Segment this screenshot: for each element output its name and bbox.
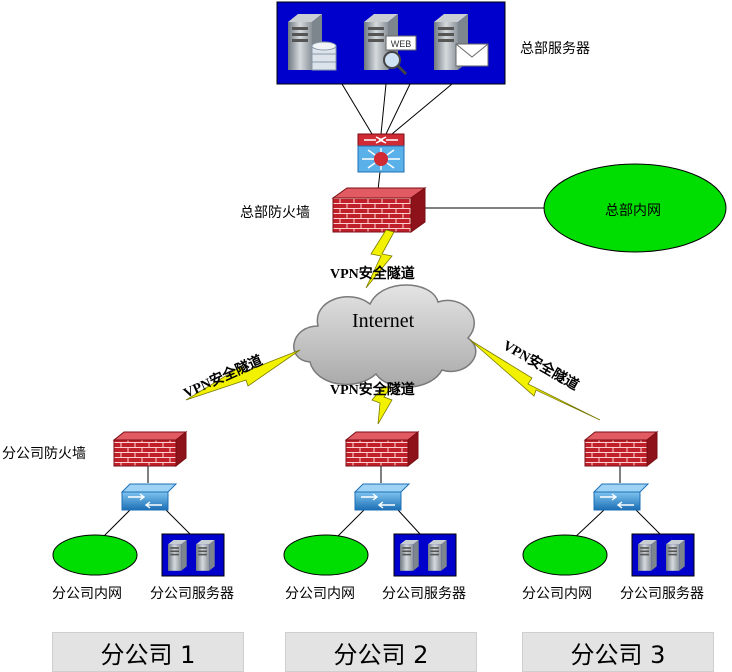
branch-intranet-1-node (52, 534, 138, 576)
branch-firewall-label: 分公司防火墙 (2, 446, 86, 462)
branch-switch-1-icon (120, 483, 178, 511)
branch-switch-2-icon (353, 483, 411, 511)
internet-cloud-icon (293, 284, 477, 388)
branch-switch-3-icon (592, 483, 650, 511)
branch-3-intranet-label: 分公司内网 (522, 586, 592, 602)
hq-intranet-node (543, 163, 727, 253)
mail-server-icon (434, 14, 489, 70)
vpn-label-top: VPN安全隧道 (330, 267, 415, 282)
branch-intranet-3-node (522, 534, 608, 576)
internet-label: Internet (352, 310, 415, 332)
branch-server-2-icon (393, 533, 457, 577)
hq-router-icon (357, 133, 405, 173)
connection-lines (99, 83, 661, 541)
web-badge: WEB (391, 39, 412, 49)
hq-firewall-icon (331, 187, 427, 233)
web-server-icon: WEB (364, 14, 417, 76)
vpn-lightning-bolts (185, 229, 601, 425)
branch-2-tag: 分公司 2 (285, 632, 477, 672)
branch-intranet-2-node (283, 534, 369, 576)
vpn-label-center: VPN安全隧道 (330, 383, 415, 398)
hq-intranet-label: 总部内网 (605, 203, 661, 219)
branch-1-server-label: 分公司服务器 (150, 586, 234, 602)
branch-2-server-label: 分公司服务器 (382, 586, 466, 602)
database-server-icon (288, 14, 337, 71)
branch-2-intranet-label: 分公司内网 (285, 586, 355, 602)
branch-firewall-2-icon (344, 430, 420, 468)
hq-firewall-label: 总部防火墙 (240, 205, 310, 221)
branch-server-3-icon (631, 533, 695, 577)
hq-servers-label: 总部服务器 (520, 41, 590, 57)
branch-3-server-label: 分公司服务器 (620, 586, 704, 602)
branch-1-tag: 分公司 1 (52, 632, 244, 672)
vpn-label-right: VPN安全隧道 (500, 337, 582, 394)
branch-firewall-3-icon (583, 430, 659, 468)
branch-server-1-icon (161, 533, 225, 577)
branch-firewall-1-icon (112, 430, 188, 468)
hq-server-group: WEB (276, 1, 506, 85)
branch-3-tag: 分公司 3 (522, 632, 714, 672)
branch-1-intranet-label: 分公司内网 (52, 586, 122, 602)
